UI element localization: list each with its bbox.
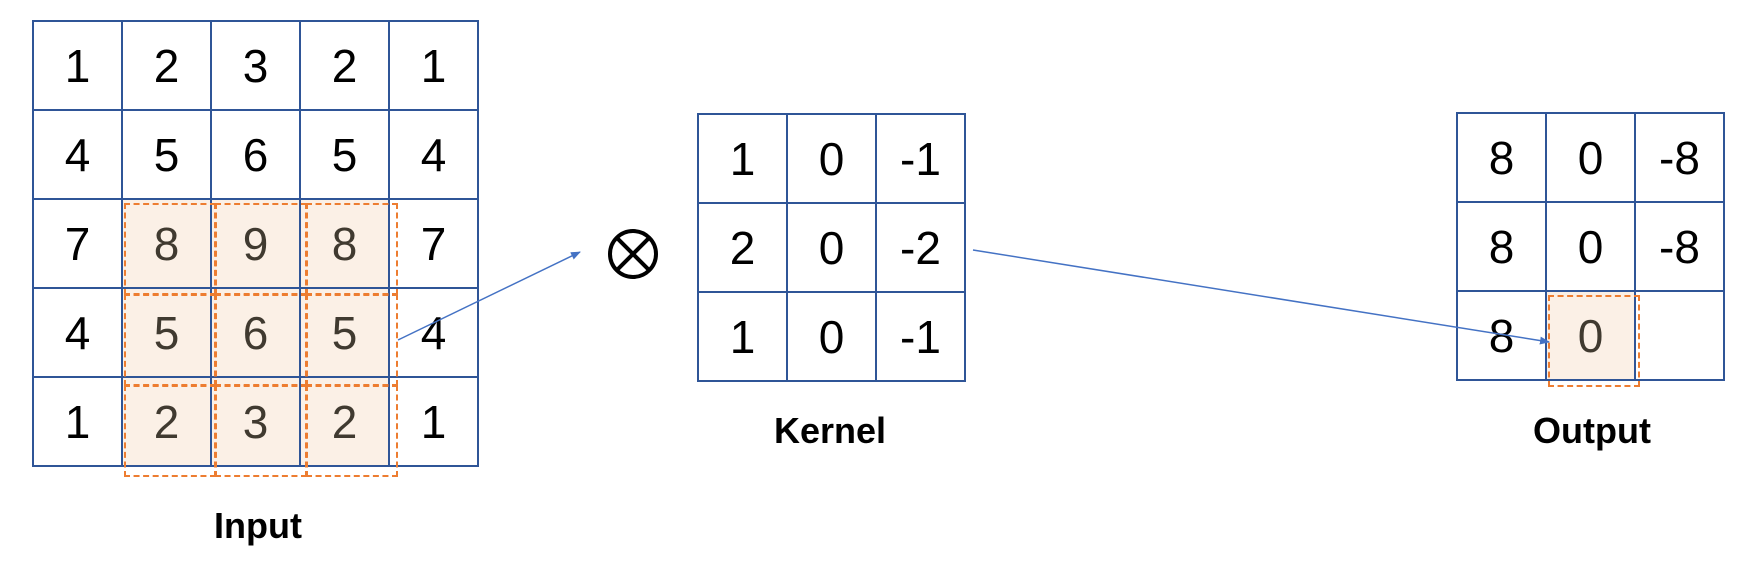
input-cell-highlighted: 8 <box>121 198 212 289</box>
output-cell-highlighted: 0 <box>1545 290 1636 381</box>
kernel-row: 2 0 -2 <box>697 202 966 293</box>
input-cell: 1 <box>388 20 479 111</box>
input-row: 1 2 3 2 1 <box>32 20 479 111</box>
kernel-matrix: 1 0 -1 2 0 -2 1 0 -1 <box>697 113 966 382</box>
output-cell: -8 <box>1634 112 1725 203</box>
convolution-operator-icon <box>608 229 658 279</box>
kernel-cell: 0 <box>786 291 877 382</box>
kernel-cell: 0 <box>786 202 877 293</box>
input-cell-highlighted: 2 <box>121 376 212 467</box>
input-cell: 1 <box>32 20 123 111</box>
kernel-row: 1 0 -1 <box>697 113 966 204</box>
input-cell: 4 <box>388 109 479 200</box>
input-cell: 4 <box>32 109 123 200</box>
kernel-cell: 0 <box>786 113 877 204</box>
kernel-cell: -1 <box>875 291 966 382</box>
input-cell-highlighted: 8 <box>299 198 390 289</box>
kernel-cell: 1 <box>697 113 788 204</box>
output-cell: -8 <box>1634 201 1725 292</box>
kernel-cell: -1 <box>875 113 966 204</box>
input-cell: 5 <box>121 109 212 200</box>
input-cell: 2 <box>121 20 212 111</box>
output-cell: 8 <box>1456 112 1547 203</box>
input-cell: 1 <box>388 376 479 467</box>
kernel-label: Kernel <box>773 410 887 451</box>
output-matrix: 8 0 -8 8 0 -8 8 0 <box>1456 112 1725 381</box>
input-row: 7 8 9 8 7 <box>32 198 479 289</box>
input-to-operator-arrow <box>397 251 581 341</box>
input-cell: 2 <box>299 20 390 111</box>
input-cell: 3 <box>210 20 301 111</box>
input-cell-highlighted: 2 <box>299 376 390 467</box>
input-row: 1 2 3 2 1 <box>32 376 479 467</box>
input-cell: 7 <box>388 198 479 289</box>
input-cell: 1 <box>32 376 123 467</box>
output-cell: 8 <box>1456 201 1547 292</box>
output-label: Output <box>1533 410 1651 451</box>
output-cell-empty <box>1634 290 1725 381</box>
kernel-cell: 1 <box>697 291 788 382</box>
input-cell: 4 <box>388 287 479 378</box>
output-row: 8 0 -8 <box>1456 201 1725 292</box>
input-cell-highlighted: 6 <box>210 287 301 378</box>
input-cell-highlighted: 9 <box>210 198 301 289</box>
input-row: 4 5 6 5 4 <box>32 109 479 200</box>
input-cell: 4 <box>32 287 123 378</box>
input-label: Input <box>214 505 302 546</box>
input-cell-highlighted: 3 <box>210 376 301 467</box>
input-cell: 7 <box>32 198 123 289</box>
input-cell: 6 <box>210 109 301 200</box>
output-cell: 0 <box>1545 112 1636 203</box>
input-cell: 5 <box>299 109 390 200</box>
kernel-row: 1 0 -1 <box>697 291 966 382</box>
input-matrix: 1 2 3 2 1 4 5 6 5 4 7 8 9 8 7 4 5 6 5 4 <box>32 20 479 467</box>
input-row: 4 5 6 5 4 <box>32 287 479 378</box>
output-cell: 8 <box>1456 290 1547 381</box>
input-cell-highlighted: 5 <box>121 287 212 378</box>
output-cell: 0 <box>1545 201 1636 292</box>
kernel-cell: -2 <box>875 202 966 293</box>
output-row: 8 0 <box>1456 290 1725 381</box>
input-cell-highlighted: 5 <box>299 287 390 378</box>
output-row: 8 0 -8 <box>1456 112 1725 203</box>
kernel-to-output-arrow <box>972 249 1550 345</box>
kernel-cell: 2 <box>697 202 788 293</box>
